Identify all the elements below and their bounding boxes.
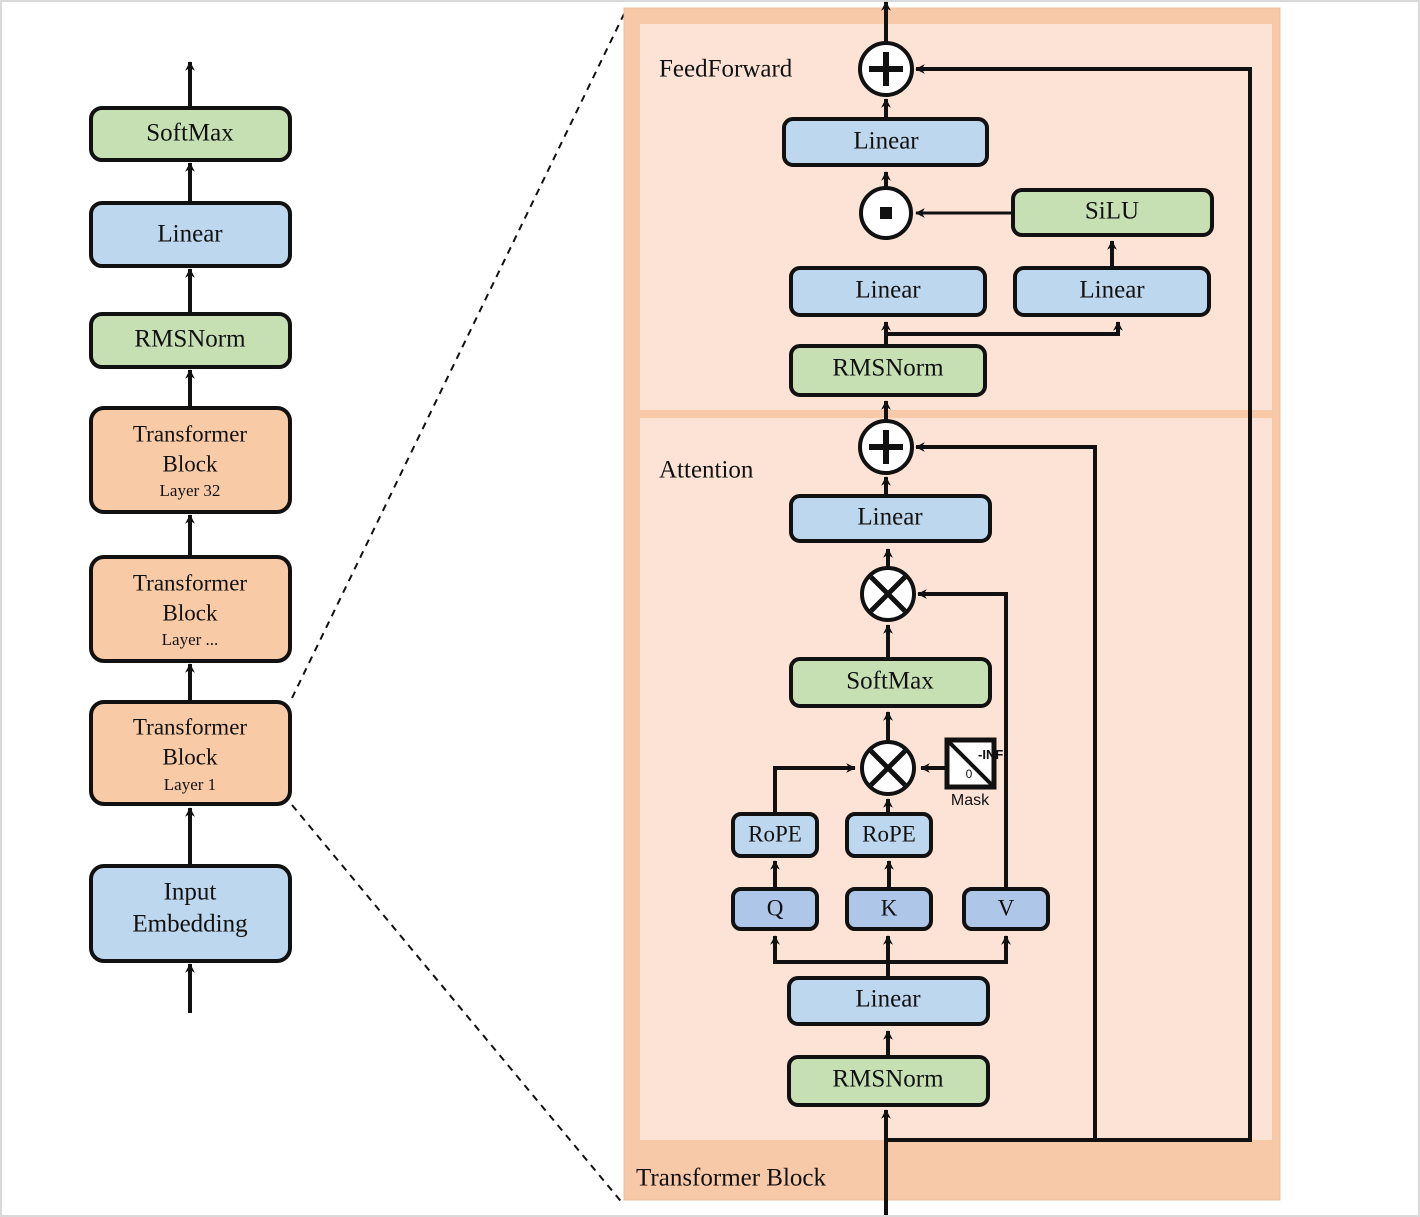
arrow-ff-rmsnorm-to-linearup bbox=[886, 321, 1123, 336]
attn-rope-k-label: RoPE bbox=[862, 821, 916, 846]
mask-icon: 0 -INF Mask bbox=[944, 737, 1003, 809]
ff-linear-gate[interactable]: Linear bbox=[789, 266, 987, 317]
callout-lines bbox=[291, 13, 625, 1206]
ff-linear-out[interactable]: Linear bbox=[782, 117, 989, 167]
stack-node-block32-sublabel: Layer 32 bbox=[160, 481, 221, 500]
stack-node-rmsnorm-label: RMSNorm bbox=[134, 326, 246, 353]
attn-linear-out-label: Linear bbox=[857, 504, 923, 531]
stack-node-linear[interactable]: Linear bbox=[89, 201, 292, 268]
attn-linear-out[interactable]: Linear bbox=[789, 494, 992, 543]
stack-node-block1-sublabel: Layer 1 bbox=[164, 775, 216, 794]
attn-linear-qkv[interactable]: Linear bbox=[787, 976, 990, 1026]
ff-add-operator bbox=[858, 41, 914, 97]
stack-node-block32-label-line1: Transformer bbox=[133, 421, 247, 446]
attn-rmsnorm[interactable]: RMSNorm bbox=[787, 1055, 990, 1107]
transformer-block-outer-label: Transformer Block bbox=[636, 1165, 827, 1192]
stack-node-embedding-label-line2: Embedding bbox=[132, 911, 248, 938]
ff-silu[interactable]: SiLU bbox=[1011, 188, 1214, 237]
stack-node-block1-label-line2: Block bbox=[163, 744, 218, 769]
stack-node-block1[interactable]: Transformer Block Layer 1 bbox=[89, 700, 292, 806]
stack-node-linear-label: Linear bbox=[157, 221, 223, 248]
stack-node-rmsnorm[interactable]: RMSNorm bbox=[89, 312, 292, 369]
stack-node-softmax-label: SoftMax bbox=[146, 120, 234, 147]
attn-v[interactable]: V bbox=[962, 887, 1050, 931]
arrow-v-to-attn-mul bbox=[917, 589, 1008, 890]
callout-line-top bbox=[291, 13, 625, 699]
attn-rmsnorm-label: RMSNorm bbox=[832, 1066, 944, 1093]
ff-linear-up[interactable]: Linear bbox=[1013, 266, 1211, 317]
attn-mul-v-operator bbox=[860, 566, 916, 622]
attention-residual-path bbox=[886, 442, 1097, 1142]
mask-lower-value: 0 bbox=[966, 767, 973, 781]
stack-node-blockdots-label-line2: Block bbox=[163, 600, 218, 625]
left-stack: SoftMax Linear RMSNorm Transformer Block… bbox=[89, 61, 292, 1013]
detail-panel: FeedForward Attention Transformer Block … bbox=[623, 1, 1281, 1215]
stack-node-embedding-label-line1: Input bbox=[164, 879, 217, 906]
mask-upper-value: -INF bbox=[978, 747, 1003, 762]
mask-caption: Mask bbox=[951, 792, 990, 809]
callout-line-bottom bbox=[291, 804, 625, 1206]
stack-node-blockdots-label-line1: Transformer bbox=[133, 570, 247, 595]
arrow-linearqkv-to-v bbox=[888, 935, 1011, 964]
stack-node-blockdots-sublabel: Layer ... bbox=[162, 630, 219, 649]
ff-mul-operator bbox=[859, 186, 913, 240]
stack-node-block32[interactable]: Transformer Block Layer 32 bbox=[89, 406, 292, 514]
attn-v-label: V bbox=[998, 895, 1015, 920]
arrow-linearqkv-to-q bbox=[770, 935, 890, 978]
arrow-ropeq-to-mulqk bbox=[773, 763, 856, 815]
ff-linear-out-label: Linear bbox=[853, 128, 919, 155]
attn-softmax[interactable]: SoftMax bbox=[789, 657, 992, 708]
attn-q-label: Q bbox=[767, 895, 784, 920]
attention-section-label: Attention bbox=[659, 457, 754, 484]
attn-rope-q[interactable]: RoPE bbox=[731, 812, 819, 858]
ff-linear-gate-label: Linear bbox=[855, 277, 921, 304]
ff-silu-label: SiLU bbox=[1085, 198, 1139, 225]
stack-node-blockdots[interactable]: Transformer Block Layer ... bbox=[89, 555, 292, 663]
attn-linear-qkv-label: Linear bbox=[855, 986, 921, 1013]
stack-node-block1-label-line1: Transformer bbox=[133, 714, 247, 739]
ff-rmsnorm-label: RMSNorm bbox=[832, 355, 944, 382]
attn-rope-q-label: RoPE bbox=[748, 821, 802, 846]
attn-softmax-label: SoftMax bbox=[846, 668, 934, 695]
stack-node-block32-label-line2: Block bbox=[163, 451, 218, 476]
attn-k[interactable]: K bbox=[845, 887, 933, 931]
attn-add-operator bbox=[858, 419, 914, 475]
stack-node-input-embedding[interactable]: Input Embedding bbox=[89, 864, 292, 963]
ff-rmsnorm[interactable]: RMSNorm bbox=[789, 344, 987, 397]
feedforward-section-label: FeedForward bbox=[659, 56, 793, 83]
attn-mul-qk-operator bbox=[860, 740, 916, 796]
attn-k-label: K bbox=[881, 895, 898, 920]
attn-q[interactable]: Q bbox=[731, 887, 819, 931]
stack-node-softmax[interactable]: SoftMax bbox=[89, 106, 292, 162]
attn-rope-k[interactable]: RoPE bbox=[845, 812, 933, 858]
ff-linear-up-label: Linear bbox=[1079, 277, 1145, 304]
